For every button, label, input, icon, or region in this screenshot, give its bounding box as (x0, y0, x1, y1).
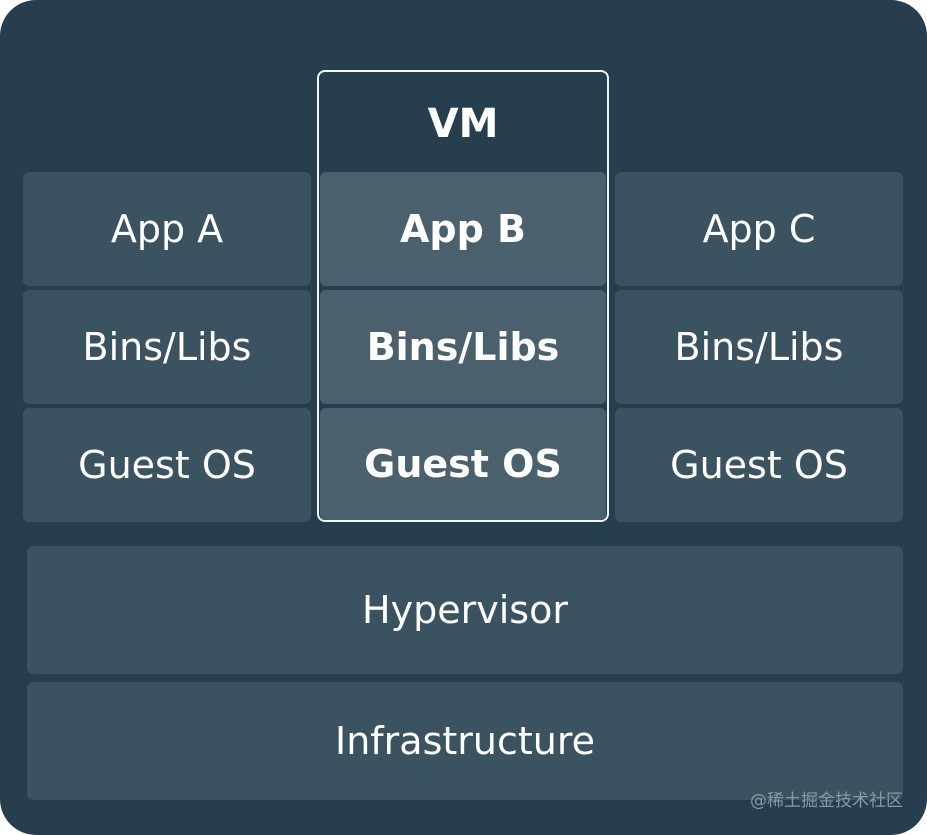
hypervisor-block: Hypervisor (27, 546, 903, 674)
bins-libs-c-block: Bins/Libs (615, 290, 903, 404)
vm-label: VM (427, 101, 499, 147)
infrastructure-block: Infrastructure (27, 682, 903, 800)
app-a-block: App A (23, 172, 311, 286)
bins-libs-a-block: Bins/Libs (23, 290, 311, 404)
guest-os-a-block: Guest OS (23, 408, 311, 522)
bins-libs-b-block: Bins/Libs (320, 290, 606, 404)
guest-os-b-block: Guest OS (320, 408, 606, 520)
app-c-block: App C (615, 172, 903, 286)
guest-os-c-block: Guest OS (615, 408, 903, 522)
app-b-block: App B (320, 172, 606, 286)
watermark: @稀土掘金技术社区 (750, 791, 903, 811)
